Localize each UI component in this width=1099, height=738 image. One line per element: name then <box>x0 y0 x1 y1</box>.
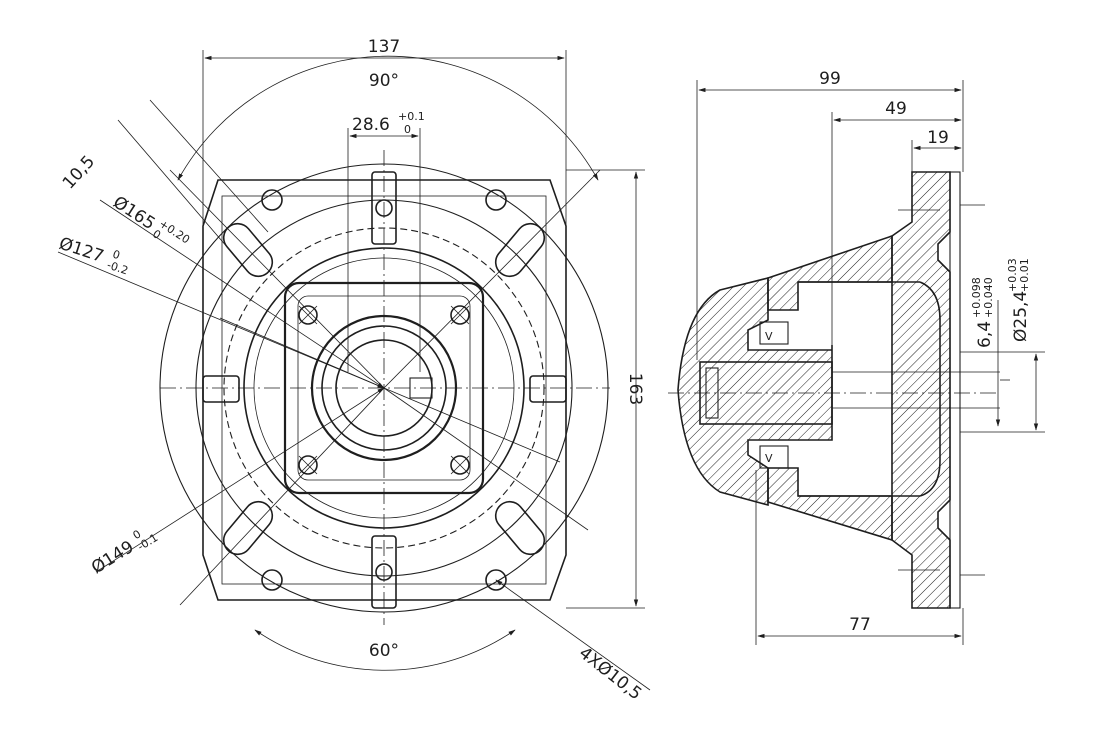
tol-127-upper: 0 <box>111 248 122 263</box>
tol-bore-lower: +0.01 <box>1018 258 1031 292</box>
dim-77: 77 <box>849 615 871 635</box>
dim-dia-149: Ø149 <box>88 537 137 578</box>
dim-4x-holes: 4XØ10,5 <box>575 643 645 704</box>
tol-165-lower: 0 <box>150 227 163 242</box>
dim-163: 163 <box>625 373 645 405</box>
flange-section <box>891 171 951 609</box>
tol-127-lower: -0.2 <box>105 258 129 277</box>
bearing-section <box>677 276 833 507</box>
dim-keyway: 6,4 <box>975 321 995 348</box>
dim-60deg: 60° <box>369 641 399 661</box>
corner-holes <box>261 189 507 591</box>
dim-99: 99 <box>819 69 841 89</box>
side-view: V V 99 49 19 77 6,4 +0.098 +0.040 <box>668 69 1045 645</box>
dim-28-6: 28.6 <box>352 115 390 135</box>
dim-19: 19 <box>927 128 949 148</box>
square-flange <box>202 179 567 601</box>
tol-keyway-upper: +0.098 <box>970 277 983 318</box>
tol-28-6-lower: 0 <box>404 123 411 136</box>
dim-137: 137 <box>368 37 400 57</box>
radial-lines <box>169 169 601 606</box>
svg-text:V: V <box>765 330 773 343</box>
dim-49: 49 <box>885 99 907 119</box>
dim-bore: Ø25,4 <box>1011 291 1031 342</box>
tol-28-6-upper: +0.1 <box>398 110 425 123</box>
dim-90deg: 90° <box>369 71 399 91</box>
front-view: 137 90° 28.6 +0.1 0 10,5 Ø165 +0.20 0 Ø1… <box>56 37 651 704</box>
dim-10-5: 10,5 <box>59 152 99 194</box>
tol-bore-upper: +0.03 <box>1006 258 1019 292</box>
housing-lower <box>767 467 893 542</box>
svg-text:V: V <box>765 452 773 465</box>
housing-upper <box>767 234 893 311</box>
tol-keyway-lower: +0.040 <box>982 277 995 318</box>
dim-dia-165: Ø165 <box>109 192 158 234</box>
